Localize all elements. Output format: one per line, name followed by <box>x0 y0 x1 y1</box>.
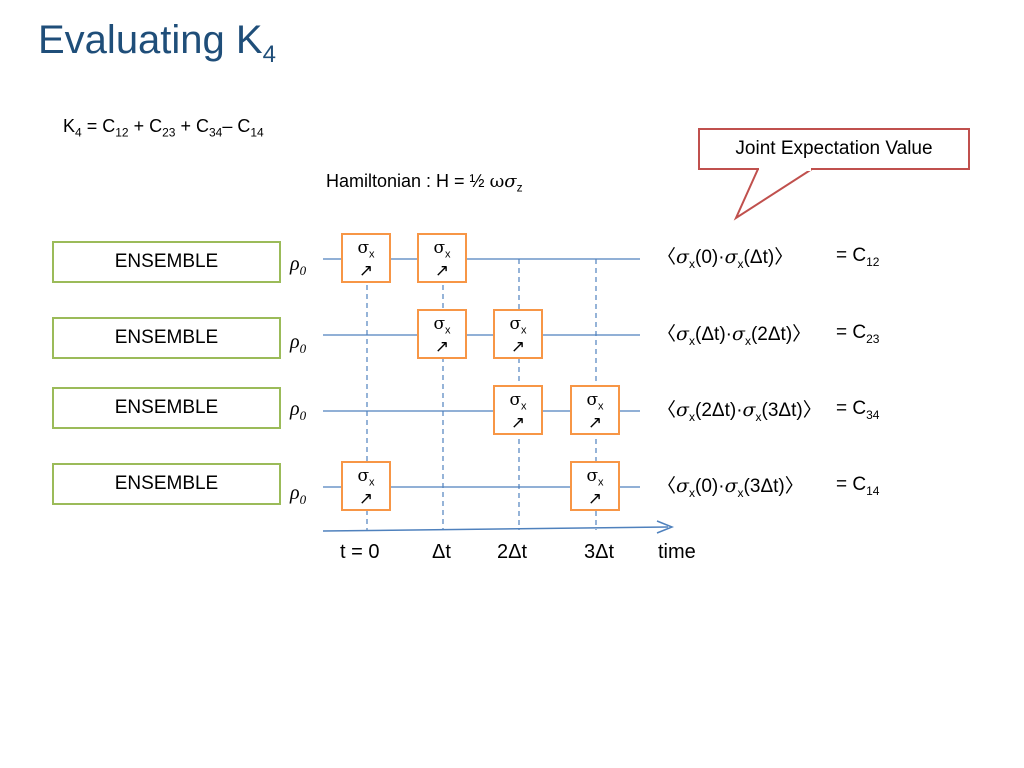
meter-arrow-icon: ↗ <box>510 337 526 358</box>
sigma-x-measurement-gate: σx↗ <box>493 309 543 359</box>
initial-state-rho: ρ0 <box>290 253 307 278</box>
sigma-x-measurement-gate: σx↗ <box>417 233 467 283</box>
sigma-x-measurement-gate: σx↗ <box>493 385 543 435</box>
sigma-x-measurement-gate: σx↗ <box>341 233 391 283</box>
correlation-result: = C14 <box>836 474 880 498</box>
ensemble-box: ENSEMBLE <box>52 463 281 505</box>
sigma-x-measurement-gate: σx↗ <box>570 461 620 511</box>
time-axis <box>322 520 675 534</box>
meter-arrow-icon: ↗ <box>434 261 450 282</box>
correlation-result: = C34 <box>836 398 880 422</box>
correlation-expression: 〈σx(2Δt)·σx(3Δt)〉 <box>657 399 822 424</box>
correlation-result: = C23 <box>836 322 880 346</box>
initial-state-rho: ρ0 <box>290 482 307 507</box>
meter-arrow-icon: ↗ <box>434 337 450 358</box>
correlation-expression: 〈σx(0)·σx(Δt)〉 <box>657 246 794 271</box>
initial-state-rho: ρ0 <box>290 398 307 423</box>
time-label-3dt: 3Δt <box>584 541 615 563</box>
callout-pointer <box>733 168 816 221</box>
meter-arrow-icon: ↗ <box>358 489 374 510</box>
time-label-t0: t = 0 <box>340 541 380 563</box>
joint-expectation-callout: Joint Expectation Value <box>698 128 970 170</box>
meter-arrow-icon: ↗ <box>510 413 526 434</box>
correlation-expression: 〈σx(0)·σx(3Δt)〉 <box>657 475 804 500</box>
ensemble-box: ENSEMBLE <box>52 387 281 429</box>
sigma-x-measurement-gate: σx↗ <box>341 461 391 511</box>
sigma-x-measurement-gate: σx↗ <box>570 385 620 435</box>
correlation-expression: 〈σx(Δt)·σx(2Δt)〉 <box>657 323 812 348</box>
time-label-2dt: 2Δt <box>497 541 528 563</box>
sigma-x-measurement-gate: σx↗ <box>417 309 467 359</box>
meter-arrow-icon: ↗ <box>587 489 603 510</box>
meter-arrow-icon: ↗ <box>587 413 603 434</box>
initial-state-rho: ρ0 <box>290 331 307 356</box>
ensemble-box: ENSEMBLE <box>52 317 281 359</box>
time-axis-label: time <box>658 541 696 563</box>
hamiltonian-equation: Hamiltonian : H = ½ ωσz <box>326 171 523 195</box>
k4-formula: K4 = C12 + C23 + C34– C14 <box>63 116 264 140</box>
time-label-dt: Δt <box>432 541 451 563</box>
correlation-result: = C12 <box>836 245 880 269</box>
meter-arrow-icon: ↗ <box>358 261 374 282</box>
callout-pointer-join <box>759 166 811 171</box>
ensemble-box: ENSEMBLE <box>52 241 281 283</box>
page-title: Evaluating K4 <box>38 18 276 68</box>
